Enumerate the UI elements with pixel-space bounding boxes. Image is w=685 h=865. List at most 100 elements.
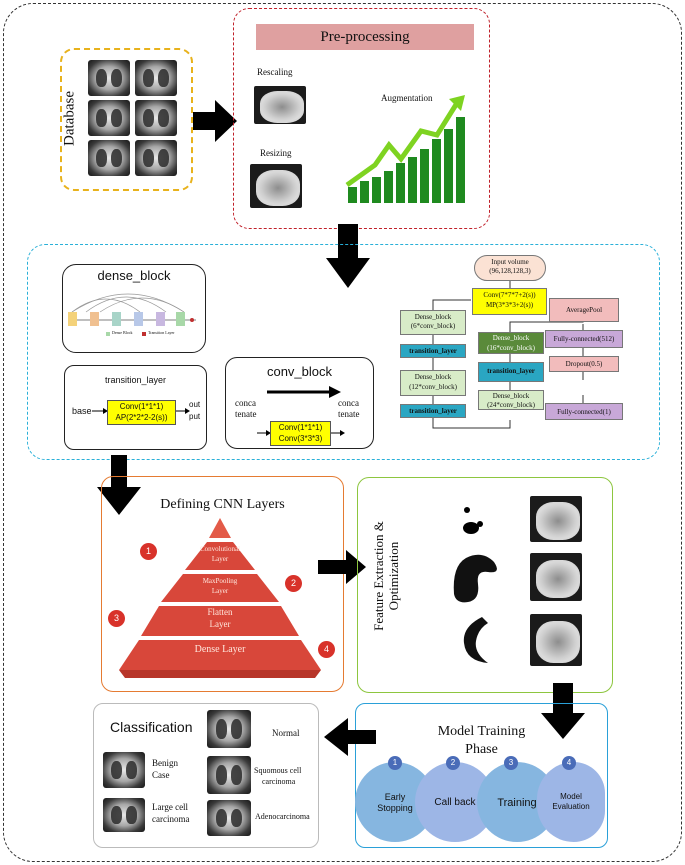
transition-out-a: out: [189, 400, 201, 409]
training-step-2-label-a: Call back: [434, 797, 476, 808]
database-scan-2: [135, 60, 177, 96]
net-trans2: transition_layer: [409, 407, 457, 415]
classification-panel: [93, 703, 319, 848]
net-dense2-b: (12*conv_block): [409, 383, 457, 391]
net-fc1: Fully-connected(1): [557, 408, 611, 416]
net-avgpool-node: [549, 298, 619, 322]
database-label: Database: [61, 91, 78, 146]
arrow-feature-to-training: [541, 683, 585, 739]
preprocessing-panel: [233, 8, 490, 229]
database-scan-6: [135, 140, 177, 176]
resizing-label: Resizing: [260, 148, 292, 158]
net-dense3-node: [478, 390, 544, 410]
net-dense1-node: [400, 310, 466, 335]
net-dense2-node: [400, 370, 466, 396]
augmentation-label: Augmentation: [381, 93, 433, 103]
training-title-b: Phase: [465, 742, 498, 757]
net-dense2-a: Dense_block: [414, 373, 452, 381]
transition-out-b: put: [189, 412, 201, 421]
preprocessing-header: [256, 24, 474, 50]
dense-block-legend-a: Dense Block: [112, 330, 133, 335]
conv-left-a: conca: [235, 398, 256, 408]
training-step-3-badge: 3: [504, 756, 518, 770]
augmentation-growth-chart-icon: [345, 95, 465, 203]
cnn-layer1-a: Convolutional: [199, 545, 241, 553]
transition-ap: AP(2*2*2-2(s)): [115, 413, 168, 422]
conv-block-top-arrow: [267, 386, 341, 398]
large-cell-scan: [103, 798, 145, 832]
normal-scan: [207, 710, 251, 748]
squamous-scan: [207, 756, 251, 794]
net-input-a: Input volume: [491, 258, 529, 266]
training-step-4-label-b: Evaluation: [552, 802, 590, 811]
feature-mask-1: [463, 507, 483, 534]
transition-layer-title: transition_layer: [104, 375, 167, 385]
cnn-badge-2: 2: [285, 575, 302, 592]
adeno-scan: [207, 800, 251, 836]
net-trans2-node: [400, 404, 466, 418]
net-avgpool: AveragePool: [565, 306, 603, 314]
cnn-layer3-a: Flatten: [207, 607, 233, 617]
net-fc512: Fully-connected(512): [553, 335, 615, 343]
net-fc1-node: [545, 403, 623, 420]
feature-scan-1: [530, 496, 582, 542]
database-scan-5: [88, 140, 130, 176]
net-dropout: Dropout(0.5): [565, 360, 603, 368]
feature-mask-2: [453, 554, 497, 603]
net-dense4-node: [478, 332, 544, 354]
training-step-2-badge: 2: [446, 756, 460, 770]
feature-mask-3: [463, 617, 488, 663]
outer-frame: [3, 3, 682, 862]
adeno-label: Adenocarcinoma: [255, 812, 310, 821]
conv-right-a: conca: [338, 398, 359, 408]
large-cell-label-a: Large cell: [152, 802, 189, 812]
arrow-preprocessing-to-network: [326, 224, 370, 288]
squamous-label-a: Squomous cell: [254, 766, 302, 775]
dense-block-diagram: [68, 293, 196, 336]
arrow-database-to-preprocessing: [193, 100, 237, 142]
arrow-cnn-to-feature: [318, 550, 366, 584]
net-conv-a: Conv(7*7*7+2(s)): [483, 291, 536, 299]
net-dense3-a: Dense_block: [492, 392, 530, 400]
net-dense1-b: (6*conv_block): [410, 322, 456, 330]
conv-op-a: Conv(1*1*1): [278, 423, 323, 432]
benign-scan: [103, 752, 145, 788]
arrow-network-to-cnn: [97, 455, 141, 515]
rescaling-image: [254, 86, 306, 124]
training-title-a: Model Training: [437, 724, 526, 739]
net-trans3: transition_layer: [487, 367, 535, 375]
conv-op-box: [270, 421, 331, 446]
training-step-4-label-a: Model: [560, 792, 582, 801]
feature-title-b: Optimization: [386, 541, 401, 611]
net-dense3-b: (24*conv_block): [487, 401, 535, 409]
net-fc512-node: [545, 330, 623, 348]
benign-label-a: Benign: [152, 758, 178, 768]
net-dense4-a: Dense_block: [492, 334, 530, 342]
training-step-1-badge: 1: [388, 756, 402, 770]
net-trans1: transition_layer: [409, 347, 457, 355]
cnn-layer4: Dense Layer: [194, 644, 246, 655]
rescaling-label: Rescaling: [257, 67, 293, 77]
training-step-model-evaluation: [537, 762, 605, 842]
cnn-badge-4: 4: [318, 641, 335, 658]
cnn-title: Defining CNN Layers: [160, 497, 285, 512]
feature-scan-3: [530, 614, 582, 666]
transition-in-label: base: [72, 406, 92, 416]
conv-block-in-arrow: [257, 430, 271, 436]
network-panel: [27, 244, 660, 460]
transition-conv: Conv(1*1*1): [119, 402, 164, 411]
conv-op-b: Conv(3*3*3): [278, 434, 323, 443]
training-step-4-badge: 4: [562, 756, 576, 770]
feature-panel: [357, 477, 613, 693]
cnn-panel: [101, 476, 344, 692]
net-input-node: [474, 255, 546, 281]
cnn-layer3-b: Layer: [209, 619, 231, 629]
conv-block-panel: [225, 357, 374, 449]
classification-title: Classification: [110, 719, 193, 735]
resizing-image: [250, 164, 302, 208]
cnn-layer2-b: Layer: [211, 587, 229, 595]
cnn-badge-3: 3: [108, 610, 125, 627]
conv-right-b: tenate: [338, 409, 360, 419]
feature-title-a: Feature Extraction &: [371, 521, 386, 631]
feature-scan-2: [530, 553, 582, 601]
